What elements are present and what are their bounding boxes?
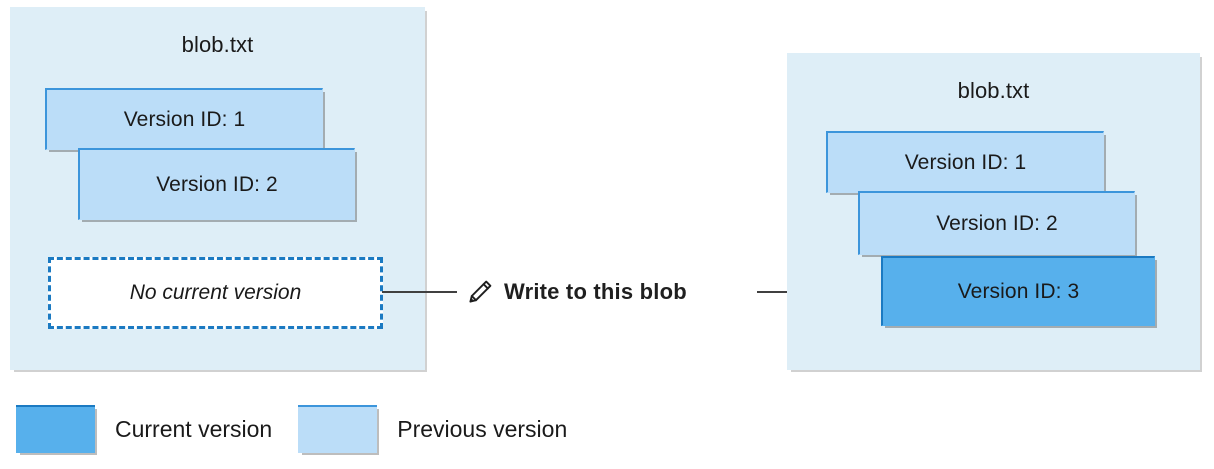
version-card-after-1: Version ID: 1 <box>826 131 1104 193</box>
legend: Current version Previous version <box>16 405 567 453</box>
version-card-after-3-current: Version ID: 3 <box>881 256 1155 326</box>
version-card-after-2: Version ID: 2 <box>858 191 1135 255</box>
legend-swatch-previous-icon <box>298 405 378 453</box>
version-card-label: Version ID: 1 <box>123 107 246 131</box>
legend-item-current: Current version <box>16 405 272 453</box>
write-action-group: Write to this blob <box>465 272 687 312</box>
version-card-before-2: Version ID: 2 <box>78 148 355 220</box>
version-card-label: Version ID: 2 <box>936 211 1058 235</box>
legend-item-previous: Previous version <box>298 405 567 453</box>
no-current-version-box: No current version <box>48 257 383 329</box>
legend-label-previous: Previous version <box>397 415 568 442</box>
version-card-before-1: Version ID: 1 <box>45 88 323 150</box>
version-card-label: Version ID: 1 <box>904 150 1027 174</box>
pencil-icon <box>465 277 495 307</box>
legend-swatch-current-icon <box>16 405 95 453</box>
connector-line-left <box>382 291 457 293</box>
blob-name-label-before: blob.txt <box>181 32 254 57</box>
version-card-label: Version ID: 3 <box>957 279 1080 303</box>
version-card-label: Version ID: 2 <box>156 172 278 196</box>
blob-name-label-after: blob.txt <box>957 78 1030 103</box>
no-current-version-label: No current version <box>129 281 302 304</box>
write-action-label: Write to this blob <box>504 279 687 304</box>
legend-label-current: Current version <box>115 415 273 442</box>
